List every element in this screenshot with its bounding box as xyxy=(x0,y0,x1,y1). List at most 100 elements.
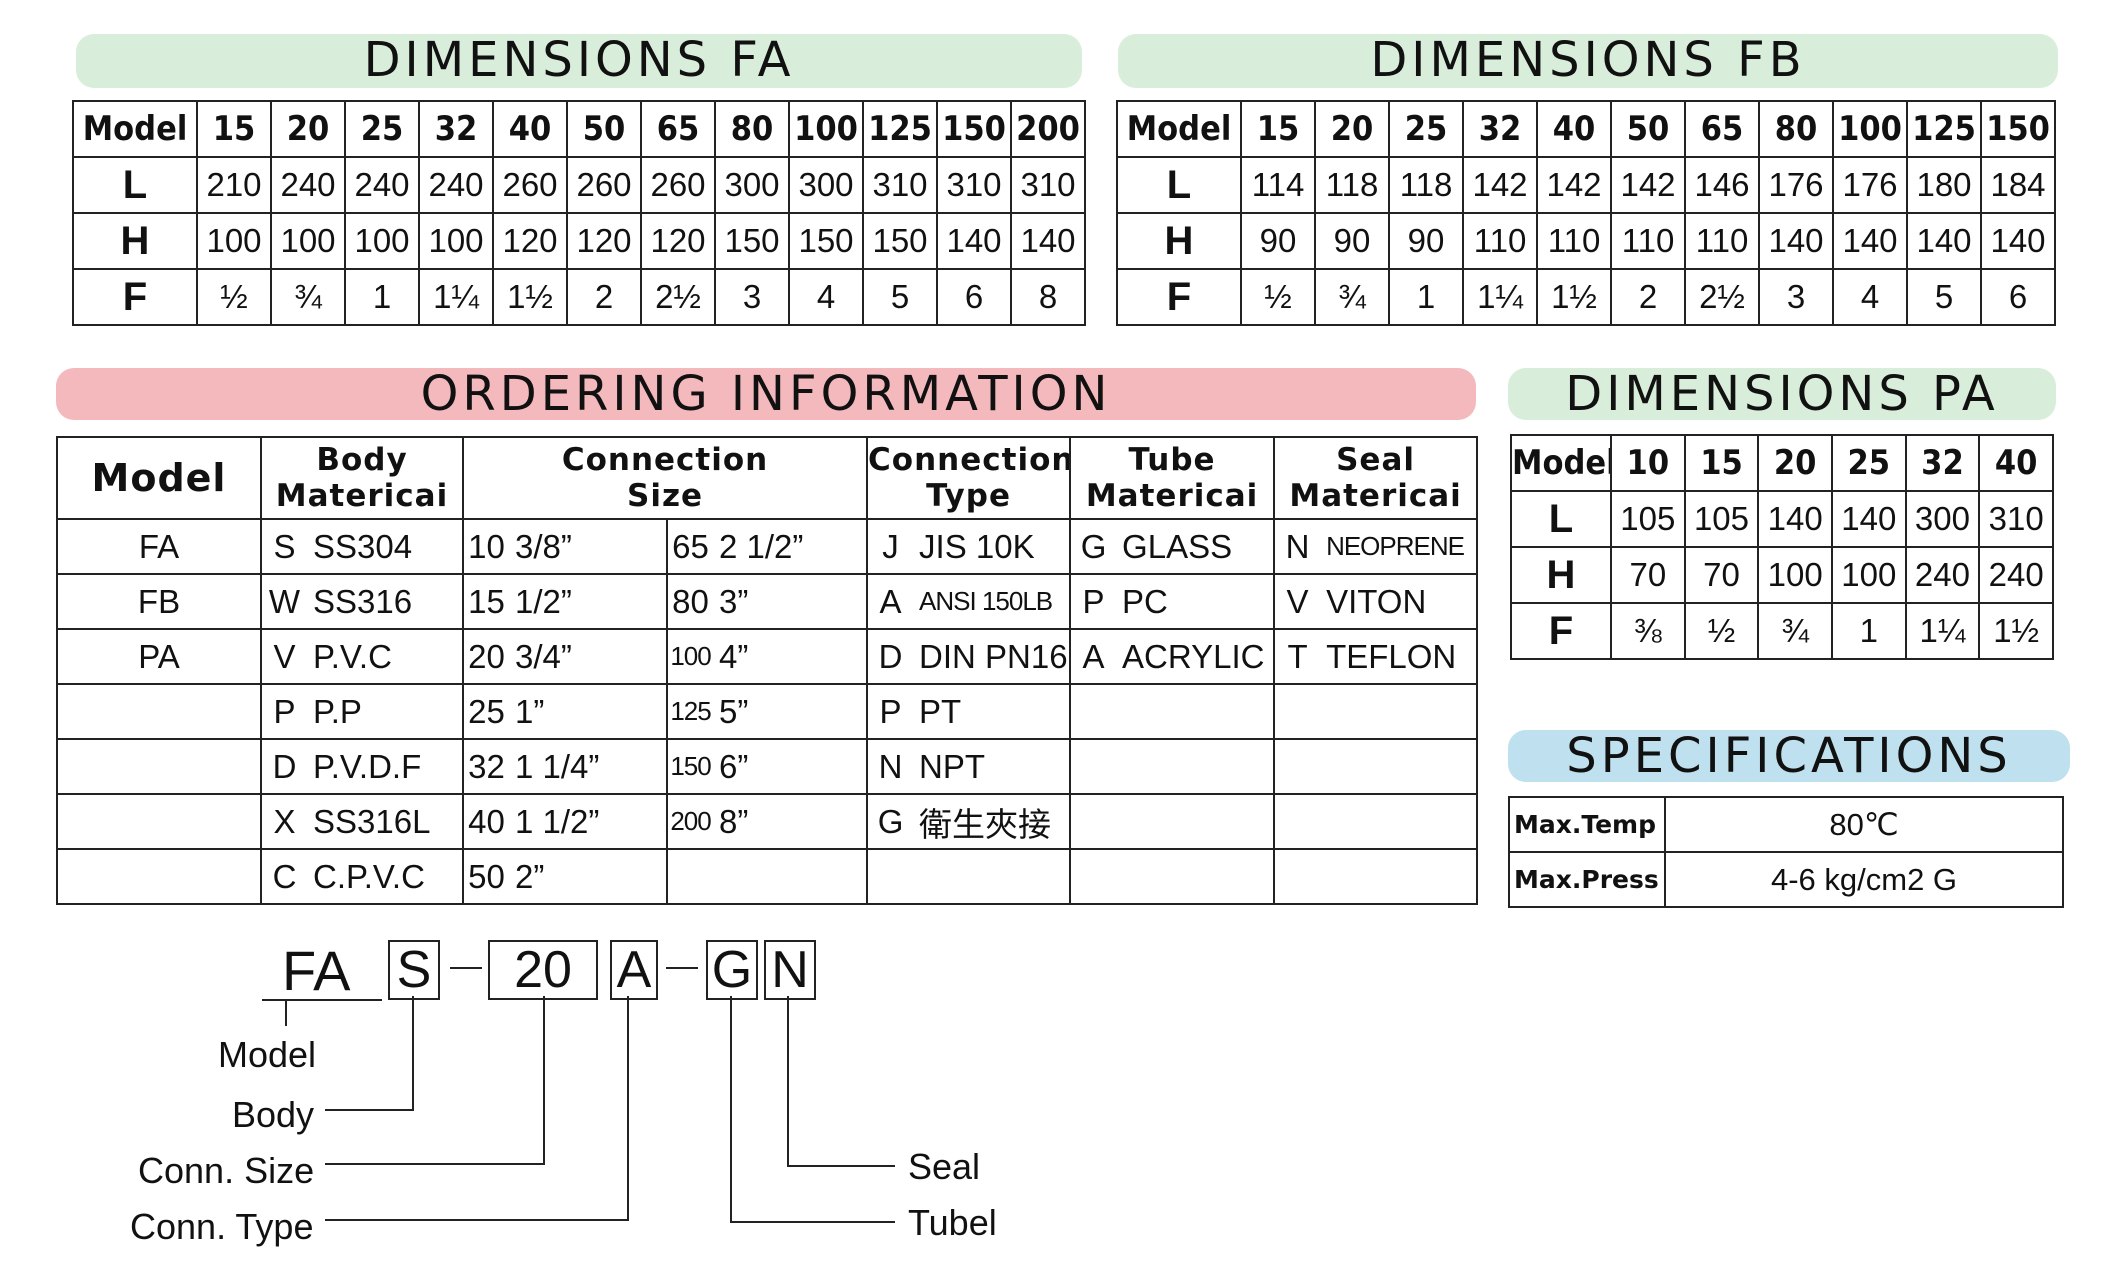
value-cell: 5 xyxy=(1906,268,1982,326)
value-cell: 105 xyxy=(1610,490,1686,548)
size-header-cell: 20 xyxy=(270,100,346,158)
body-cell: P.V.D.F xyxy=(307,738,465,795)
dimensions-fa-title: DIMENSIONS FA xyxy=(363,32,795,88)
label-conn-size: Conn. Size xyxy=(138,1150,315,1191)
value-cell: 5 xyxy=(862,268,938,326)
size-code-cell: 25 xyxy=(462,683,510,740)
tube-cell xyxy=(1116,683,1276,740)
value-cell: 1½ xyxy=(1536,268,1612,326)
body-cell: SS304 xyxy=(307,518,465,575)
type-code-cell: N xyxy=(866,738,914,795)
code-seal-box: N xyxy=(764,940,816,1000)
size-header-cell: 80 xyxy=(1758,100,1834,158)
size-code-cell: 20 xyxy=(462,628,510,685)
size-value-cell: 3” xyxy=(713,573,869,630)
tube-code-cell: A xyxy=(1069,628,1117,685)
code-model: FA xyxy=(282,939,351,1002)
size-header-cell: 40 xyxy=(492,100,568,158)
seal-code-cell xyxy=(1273,683,1321,740)
ordering-title: ORDERING INFORMATION xyxy=(420,366,1112,422)
size-value-cell: 1 1/4” xyxy=(509,738,669,795)
value-cell: 100 xyxy=(196,212,272,270)
size-header-cell: 150 xyxy=(936,100,1012,158)
value-cell: 110 xyxy=(1536,212,1612,270)
type-code-cell: A xyxy=(866,573,914,630)
specifications-banner: SPECIFICATIONS xyxy=(1508,730,2070,782)
value-cell: 110 xyxy=(1610,212,1686,270)
size-header-cell: 15 xyxy=(196,100,272,158)
type-cell: PT xyxy=(913,683,1072,740)
value-cell: 310 xyxy=(1010,156,1086,214)
body-code-cell: V xyxy=(260,628,307,685)
dimensions-fa-banner: DIMENSIONS FA xyxy=(76,34,1082,88)
size-header-cell: 25 xyxy=(1388,100,1464,158)
type-cell: ANSI 150LB xyxy=(913,573,1072,630)
spec-max-temp-value: 80℃ xyxy=(1664,796,2064,853)
size-header-cell: 32 xyxy=(1462,100,1538,158)
tube-cell: PC xyxy=(1116,573,1276,630)
value-cell: 150 xyxy=(788,212,864,270)
value-cell: 120 xyxy=(492,212,568,270)
size-header-cell: 100 xyxy=(1832,100,1908,158)
body-code-cell: P xyxy=(260,683,307,740)
size-header-cell: 25 xyxy=(1830,434,1907,492)
size-header-cell: 150 xyxy=(1980,100,2056,158)
value-cell: 3 xyxy=(1758,268,1834,326)
value-cell: 120 xyxy=(640,212,716,270)
label-model: Model xyxy=(218,1034,317,1075)
size-header-cell: 40 xyxy=(1536,100,1612,158)
value-cell: 2 xyxy=(566,268,642,326)
size-value-cell: 5” xyxy=(713,683,869,740)
value-cell: 140 xyxy=(936,212,1012,270)
tube-code-cell xyxy=(1069,848,1117,905)
dimensions-fb-banner: DIMENSIONS FB xyxy=(1118,34,2058,88)
tube-code-cell xyxy=(1069,793,1117,850)
row-label-cell: F xyxy=(1116,268,1242,326)
value-cell: 120 xyxy=(566,212,642,270)
specifications-title: SPECIFICATIONS xyxy=(1566,728,2012,784)
size-value-cell: 1” xyxy=(509,683,669,740)
type-code-cell: J xyxy=(866,518,914,575)
size-code-cell xyxy=(666,848,714,905)
row-label-cell: L xyxy=(1510,490,1612,548)
size-code-cell: 200 xyxy=(666,793,714,850)
value-cell: 142 xyxy=(1536,156,1612,214)
value-cell: 110 xyxy=(1684,212,1760,270)
size-header-cell: 15 xyxy=(1240,100,1316,158)
seal-cell xyxy=(1320,683,1479,740)
value-cell: ½ xyxy=(196,268,272,326)
size-value-cell: 8” xyxy=(713,793,869,850)
value-cell: 240 xyxy=(1904,546,1981,604)
size-header-cell: 80 xyxy=(714,100,790,158)
value-cell: 100 xyxy=(1757,546,1833,604)
value-cell: 240 xyxy=(1978,546,2054,604)
value-cell: 4 xyxy=(1832,268,1908,326)
value-cell: 2½ xyxy=(640,268,716,326)
dimensions-pa-title: DIMENSIONS PA xyxy=(1565,366,1999,422)
tube-cell: GLASS xyxy=(1116,518,1276,575)
model-cell xyxy=(56,793,262,850)
size-value-cell: 2 1/2” xyxy=(713,518,869,575)
seal-cell: VITON xyxy=(1320,573,1479,630)
label-tube: Tubel xyxy=(908,1202,997,1243)
seal-cell: TEFLON xyxy=(1320,628,1479,685)
value-cell: 1½ xyxy=(492,268,568,326)
model-cell xyxy=(56,683,262,740)
tube-code-cell xyxy=(1069,738,1117,795)
size-value-cell: 4” xyxy=(713,628,869,685)
dimensions-pa-banner: DIMENSIONS PA xyxy=(1508,368,2056,420)
size-header-cell: 40 xyxy=(1978,434,2054,492)
value-cell: 260 xyxy=(566,156,642,214)
value-cell: 240 xyxy=(344,156,420,214)
type-code-cell: P xyxy=(866,683,914,740)
value-cell: 100 xyxy=(270,212,346,270)
type-cell: NPT xyxy=(913,738,1072,795)
